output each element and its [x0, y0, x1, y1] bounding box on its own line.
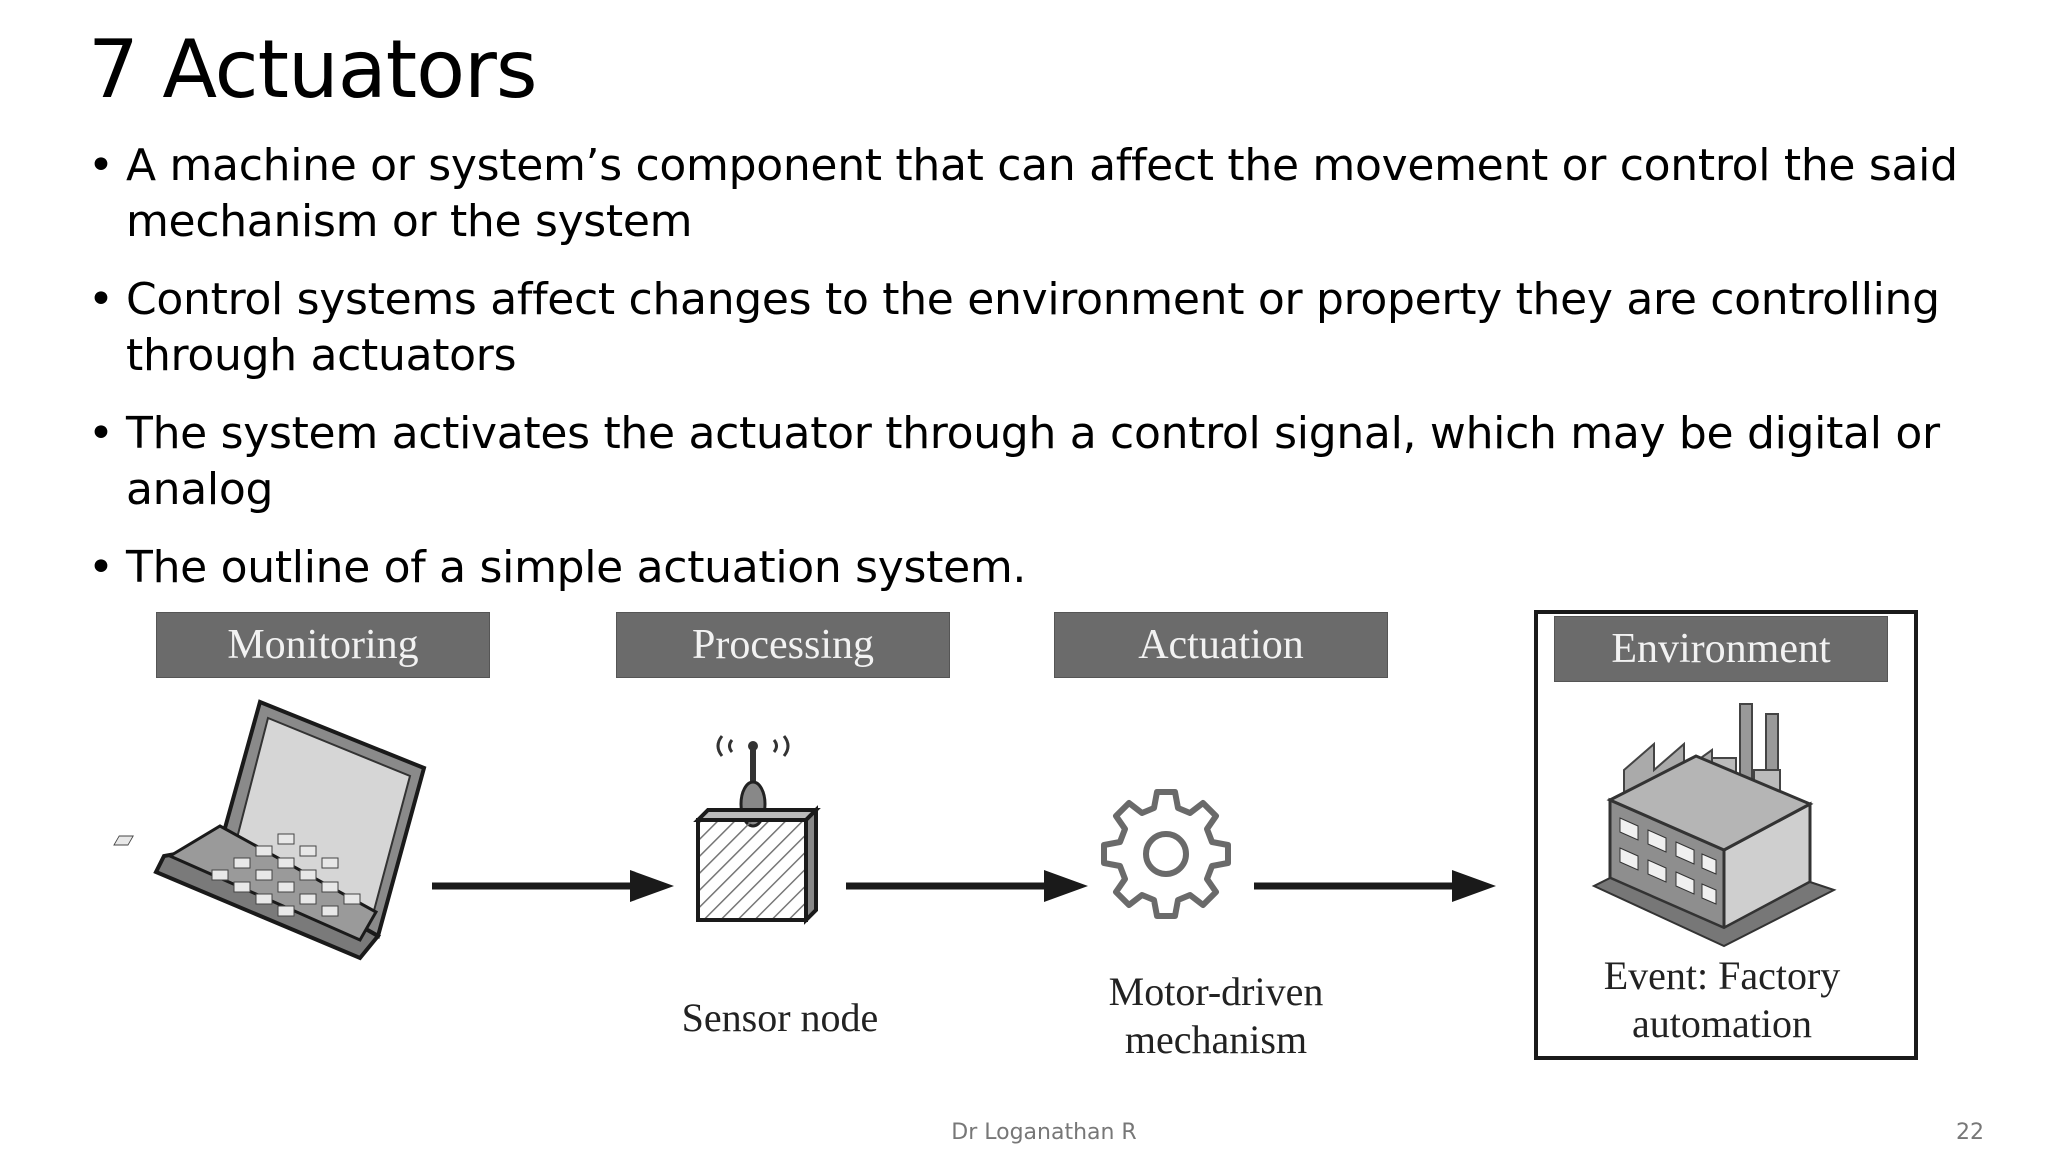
caption-factory-automation: Event: Factory automation	[1572, 952, 1872, 1048]
laptop-icon	[113, 699, 427, 961]
slide-title: 7 Actuators	[88, 23, 538, 116]
gear-icon	[1101, 789, 1231, 919]
bullet-item: • The outline of a simple actuation syst…	[88, 540, 1988, 596]
bullet-text: The outline of a simple actuation system…	[126, 542, 1027, 593]
bullet-dot-icon: •	[88, 408, 114, 459]
bullet-dot-icon: •	[88, 140, 114, 191]
caption-line: Motor-driven	[1108, 969, 1324, 1014]
arrow-icon	[1254, 870, 1496, 902]
bullet-item: • Control systems affect changes to the …	[88, 272, 1988, 384]
factory-icon	[1591, 703, 1837, 948]
arrow-icon	[432, 870, 674, 902]
bullet-text: Control systems affect changes to the en…	[126, 274, 1940, 381]
bullet-item: • A machine or system’s component that c…	[88, 138, 1988, 250]
actuation-system-diagram: Monitoring Processing Actuation Environm…	[113, 610, 1930, 1090]
stage-label-monitoring: Monitoring	[156, 612, 490, 678]
page-number: 22	[1956, 1120, 1984, 1145]
footer-author: Dr Loganathan R	[951, 1120, 1137, 1145]
bullet-text: The system activates the actuator throug…	[126, 408, 1940, 515]
arrow-icon	[846, 870, 1088, 902]
bullet-dot-icon: •	[88, 542, 114, 593]
bullet-item: • The system activates the actuator thro…	[88, 406, 1988, 518]
caption-line: mechanism	[1124, 1017, 1308, 1062]
sensor-node-icon	[693, 735, 821, 925]
stage-label-processing: Processing	[616, 612, 950, 678]
stage-label-environment: Environment	[1554, 616, 1888, 682]
bullet-dot-icon: •	[88, 274, 114, 325]
caption-line: Event: Factory	[1603, 953, 1841, 998]
caption-motor-driven-mechanism: Motor-driven mechanism	[1016, 968, 1416, 1064]
caption-line: automation	[1632, 1001, 1812, 1046]
bullet-text: A machine or system’s component that can…	[126, 140, 1958, 247]
caption-sensor-node: Sensor node	[681, 995, 879, 1040]
bullet-list: • A machine or system’s component that c…	[88, 138, 1988, 618]
stage-label-actuation: Actuation	[1054, 612, 1388, 678]
environment-frame	[1534, 610, 1918, 1060]
